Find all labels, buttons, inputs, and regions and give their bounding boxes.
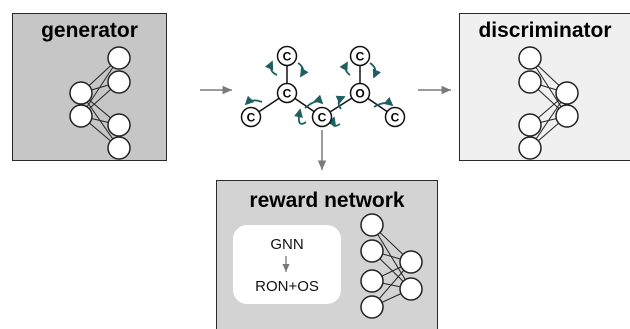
electron-arrow [264,60,278,76]
reward-network-box: reward network GNN RON+OS [216,180,438,329]
network-node [555,81,579,105]
atom-circle [240,106,262,128]
generator-network-icon [69,46,131,160]
reward-network-icon [360,213,423,319]
atom-circle [276,45,298,67]
molecule-graph: C C C C C O C [240,45,406,128]
network-node [518,46,542,70]
electron-arrow [297,62,309,78]
atom-label: O [355,87,364,101]
discriminator-box: discriminator [459,13,630,161]
network-node [518,113,542,137]
generator-box: generator [12,13,167,161]
network-node [399,277,423,301]
atom-label: C [283,87,292,101]
molecule-atoms: C C C C C O C [240,45,406,128]
atom-circle [384,106,406,128]
electron-arrow [339,61,351,76]
atom-circle [349,82,371,104]
electron-arrow [327,116,341,127]
atom-label: C [247,111,256,125]
network-node [107,46,131,70]
generator-title: generator [41,19,138,42]
network-node [107,113,131,137]
electron-arrow [373,96,394,108]
network-node [399,250,423,274]
electron-arrow [369,62,382,79]
electron-arrow [294,108,307,125]
network-node [360,213,384,237]
network-node [518,70,542,94]
atom-circle [276,82,298,104]
network-node [360,239,384,263]
reward-network-title: reward network [249,189,405,212]
gnn-label: GNN [270,236,304,253]
atom-circle [349,45,371,67]
atom-circle [311,106,333,128]
electron-arrow [335,95,346,110]
mechanism-arrows [244,60,394,127]
network-node [107,136,131,160]
atom-label: C [391,111,400,125]
network-node [69,104,93,128]
network-node [69,81,93,105]
network-node [518,136,542,160]
discriminator-network-icon [518,46,579,160]
electron-arrow [244,95,263,106]
network-node [107,70,131,94]
network-node [555,104,579,128]
discriminator-title: discriminator [478,19,612,42]
ron-os-label: RON+OS [255,278,319,295]
atom-label: C [318,111,327,125]
atom-label: C [283,50,292,64]
network-node [360,269,384,293]
network-node [360,295,384,319]
atom-label: C [356,50,365,64]
electron-arrow [304,94,324,109]
